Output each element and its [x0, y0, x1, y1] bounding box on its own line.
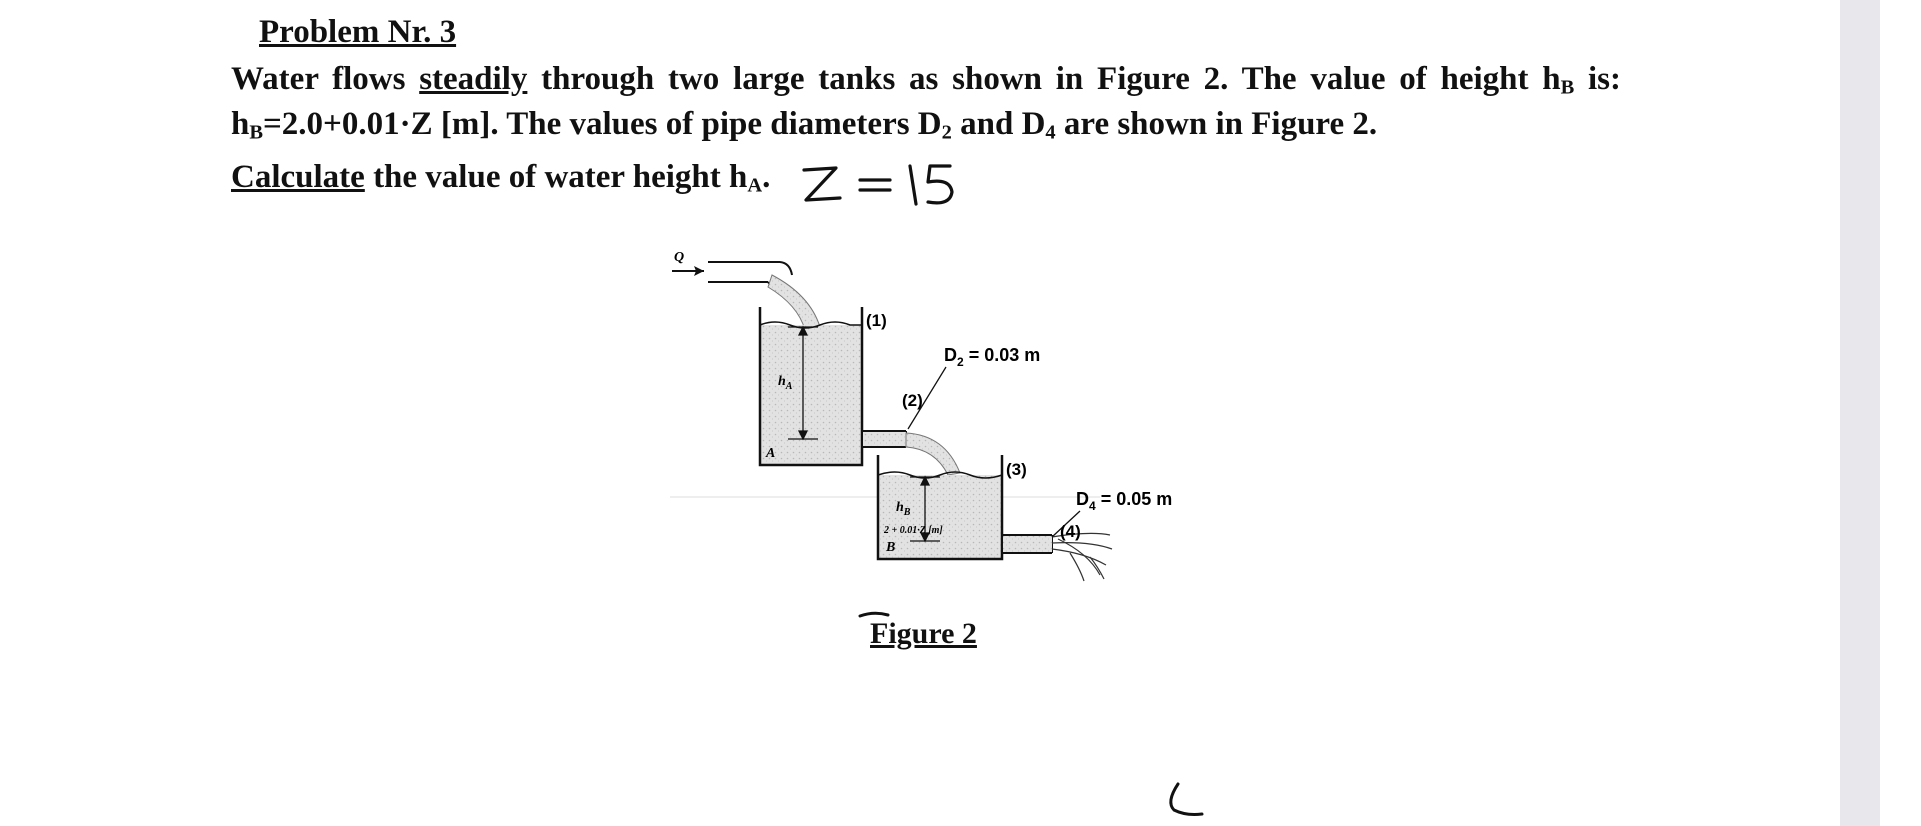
d4-label: D4 = 0.05 m — [1076, 489, 1172, 513]
problem-title: Problem Nr. 3 — [259, 14, 457, 50]
d2-leader — [907, 366, 947, 430]
flow-label-q: Q — [674, 250, 684, 265]
figure-caption: Figure 2 — [870, 617, 977, 650]
hb-dimension — [910, 475, 940, 543]
problem-statement-line-2: hB=2.0+0.01·Z [m]. The values of pipe di… — [231, 106, 1621, 143]
tank-b-label: B — [885, 540, 895, 555]
line3-text: the value of water height h — [364, 159, 748, 195]
d2-subscript: 2 — [941, 121, 952, 144]
problem-statement-line-1: Water flows steadily through two large t… — [231, 61, 1621, 98]
problem-statement-line-3: Calculate the value of water height hA. — [231, 159, 1621, 196]
ha-dimension — [788, 325, 818, 441]
calculate-word: Calculate — [231, 159, 365, 195]
hb-symbol: h — [231, 106, 250, 142]
line2-tail: are shown in Figure 2. — [1055, 106, 1378, 142]
jet-into-tank-b — [905, 432, 961, 476]
hb-expression: =2.0+0.01·Z [m]. The values of pipe diam… — [263, 106, 942, 142]
d2-label: D2 = 0.03 m — [944, 345, 1040, 369]
two-tank-figure: Q A (1) hA — [670, 250, 1172, 582]
hb-subscript: B — [1560, 76, 1575, 99]
line3-period: . — [762, 159, 771, 195]
tank-a-walls — [758, 307, 864, 467]
point-3-label: (3) — [1006, 460, 1027, 479]
tank-b-walls — [876, 455, 1004, 561]
scrollbar-thumb[interactable] — [1840, 0, 1880, 826]
d4-leader — [1051, 510, 1081, 538]
document-page: Problem Nr. 3 Water flows steadily throu… — [231, 14, 1621, 816]
hb-formula: 2 + 0.01·Z [m] — [883, 525, 943, 536]
d4-subscript: 4 — [1045, 121, 1056, 144]
tank-b-surface — [877, 471, 1003, 479]
pen-mark — [858, 611, 890, 618]
ha-subscript: A — [747, 174, 763, 197]
outlet-spray — [1051, 532, 1113, 582]
line1-part2: through two large tanks as shown in Figu… — [527, 61, 1561, 97]
hb-label: hB — [896, 500, 911, 518]
and-d4: and D — [951, 106, 1046, 142]
steadily-word: steadily — [419, 61, 528, 97]
tank-b-water — [878, 475, 1002, 559]
point-4-label: (4) — [1060, 522, 1081, 541]
handwritten-z-equals-15 — [802, 164, 954, 206]
line1-part3: is: — [1574, 61, 1621, 97]
point-2-label: (2) — [902, 391, 923, 410]
stray-pen-mark — [1169, 782, 1204, 816]
tank-a-label: A — [765, 446, 775, 461]
tank-a-surface — [759, 321, 862, 329]
line1-part1: Water flows — [231, 61, 420, 97]
tank-a-water — [760, 325, 862, 465]
inflow-arrow-icon — [672, 266, 704, 276]
ha-label: hA — [778, 374, 793, 392]
point-1-label: (1) — [866, 311, 887, 330]
hb-symbol-subscript: B — [249, 121, 263, 144]
